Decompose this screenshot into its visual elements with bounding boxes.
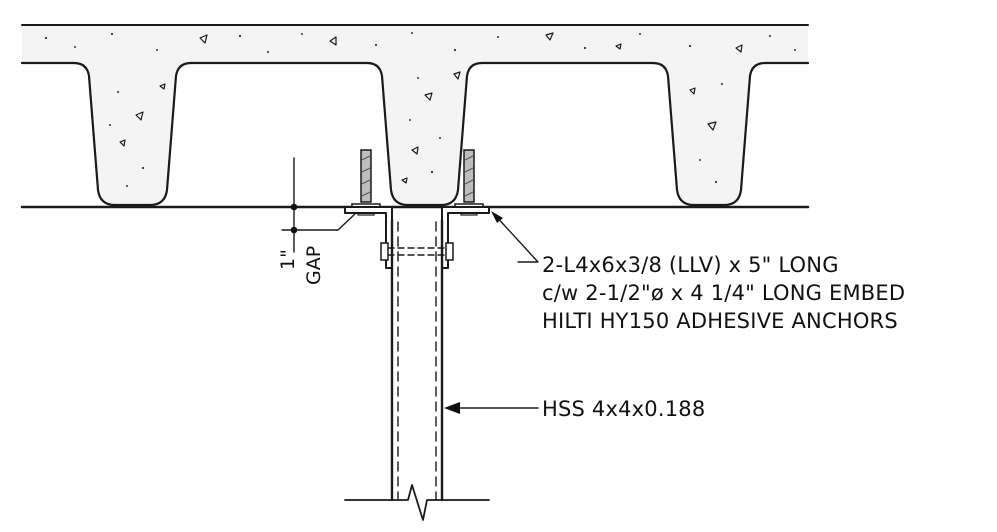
angle-left bbox=[344, 206, 393, 269]
concrete-aggregate-marks bbox=[119, 32, 743, 184]
dimension-value: 1" bbox=[277, 249, 299, 270]
angle-callout-line-3: HILTI HY150 ADHESIVE ANCHORS bbox=[542, 309, 898, 333]
steel-deck-profile bbox=[20, 61, 810, 207]
anchor-right bbox=[463, 149, 475, 203]
hss-leader bbox=[444, 402, 539, 414]
composite-deck-slab bbox=[20, 24, 810, 209]
column-break-line bbox=[344, 484, 490, 521]
hss-callout: HSS 4x4x0.188 bbox=[542, 397, 705, 421]
angle-leader bbox=[491, 211, 539, 263]
concrete-stipple-dots bbox=[44, 32, 796, 187]
concrete-fill bbox=[22, 25, 808, 205]
hss-column bbox=[344, 218, 490, 521]
angle-right bbox=[441, 206, 490, 269]
angle-callout-line-1: 2-L4x6x3/8 (LLV) x 5" LONG bbox=[542, 253, 839, 277]
steel-angles bbox=[344, 206, 490, 269]
anchor-left bbox=[360, 149, 372, 203]
dimension-label: GAP bbox=[303, 246, 325, 285]
gap-dimension: 1" GAP bbox=[277, 157, 357, 285]
angle-callout-line-2: c/w 2-1/2"ø x 4 1/4" LONG EMBED bbox=[542, 281, 905, 305]
